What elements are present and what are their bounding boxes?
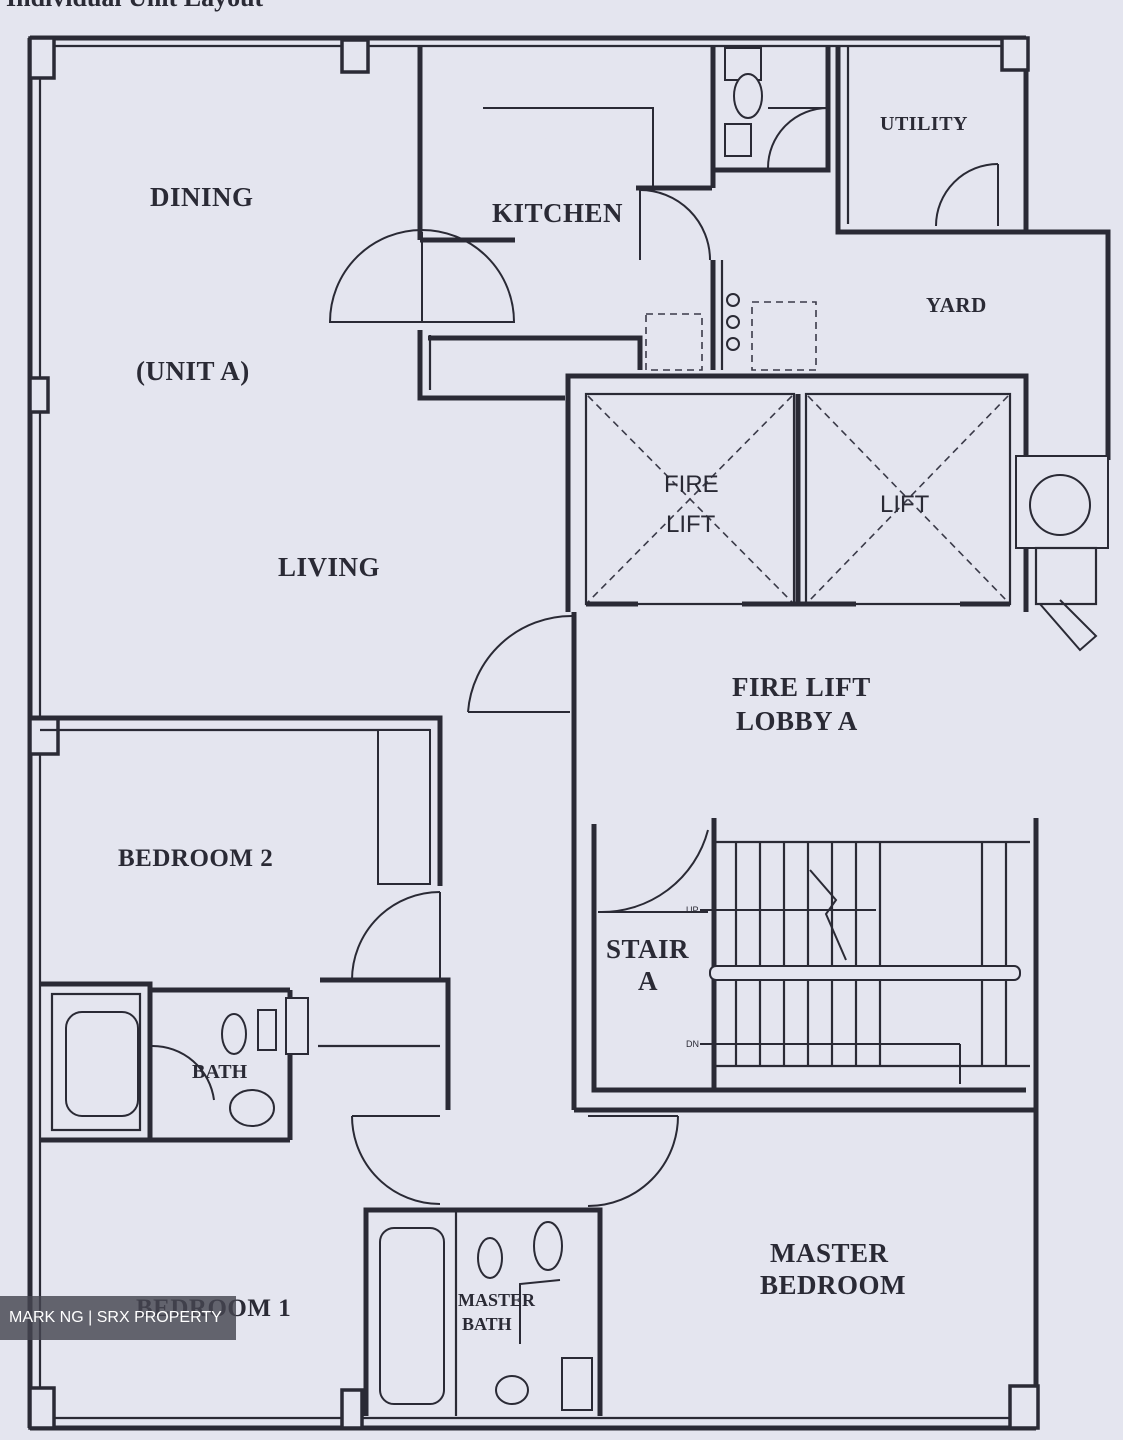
master-bath-label-line1: MASTER (458, 1290, 536, 1310)
master-bath-fixtures (363, 1207, 603, 1416)
lift-core (565, 373, 1109, 652)
fire-lift-lobby-label-line1: FIRE LIFT (732, 672, 871, 702)
master-bedroom-label-line1: MASTER (770, 1238, 889, 1268)
bath-fixtures (40, 981, 309, 1143)
lobby-walls (467, 612, 577, 1110)
room-labels: DINING KITCHEN UTILITY YARD (UNIT A) LIV… (118, 113, 987, 1334)
bedroom-2-label: BEDROOM 2 (118, 845, 273, 872)
living-label: LIVING (278, 552, 380, 582)
fire-lift-label-line1: FIRE (664, 471, 719, 498)
layout-heading: Individual Unit Layout (6, 0, 264, 12)
stair: UP DN (574, 818, 1039, 1113)
structural-columns (28, 36, 1040, 1430)
stair-label-line1: STAIR (606, 934, 689, 964)
outer-walls (27, 35, 1111, 1431)
fire-lift-lobby-label-line2: LOBBY A (736, 706, 858, 736)
doors-top (328, 107, 999, 323)
kitchen-walls (417, 46, 1026, 401)
utility-label: UTILITY (880, 113, 968, 135)
bedroom-doors (351, 1115, 679, 1207)
stair-up-mark: UP (686, 905, 699, 915)
stair-down-mark: DN (686, 1039, 699, 1049)
stair-treads (734, 842, 1008, 1066)
watermark-badge: MARK NG | SRX PROPERTY (0, 1296, 236, 1340)
yard-label: YARD (926, 293, 987, 317)
bedroom-2-walls (30, 715, 451, 1110)
unit-label: (UNIT A) (136, 356, 250, 386)
dining-label: DINING (150, 182, 254, 212)
master-bath-label-line2: BATH (462, 1314, 512, 1334)
kitchen-label: KITCHEN (492, 198, 623, 228)
master-bedroom-label-line2: BEDROOM (760, 1270, 906, 1300)
stair-label-line2: A (638, 966, 658, 996)
lift-label: LIFT (880, 491, 930, 518)
bath-label: BATH (192, 1061, 248, 1083)
fire-lift-label-line2: LIFT (666, 511, 716, 538)
